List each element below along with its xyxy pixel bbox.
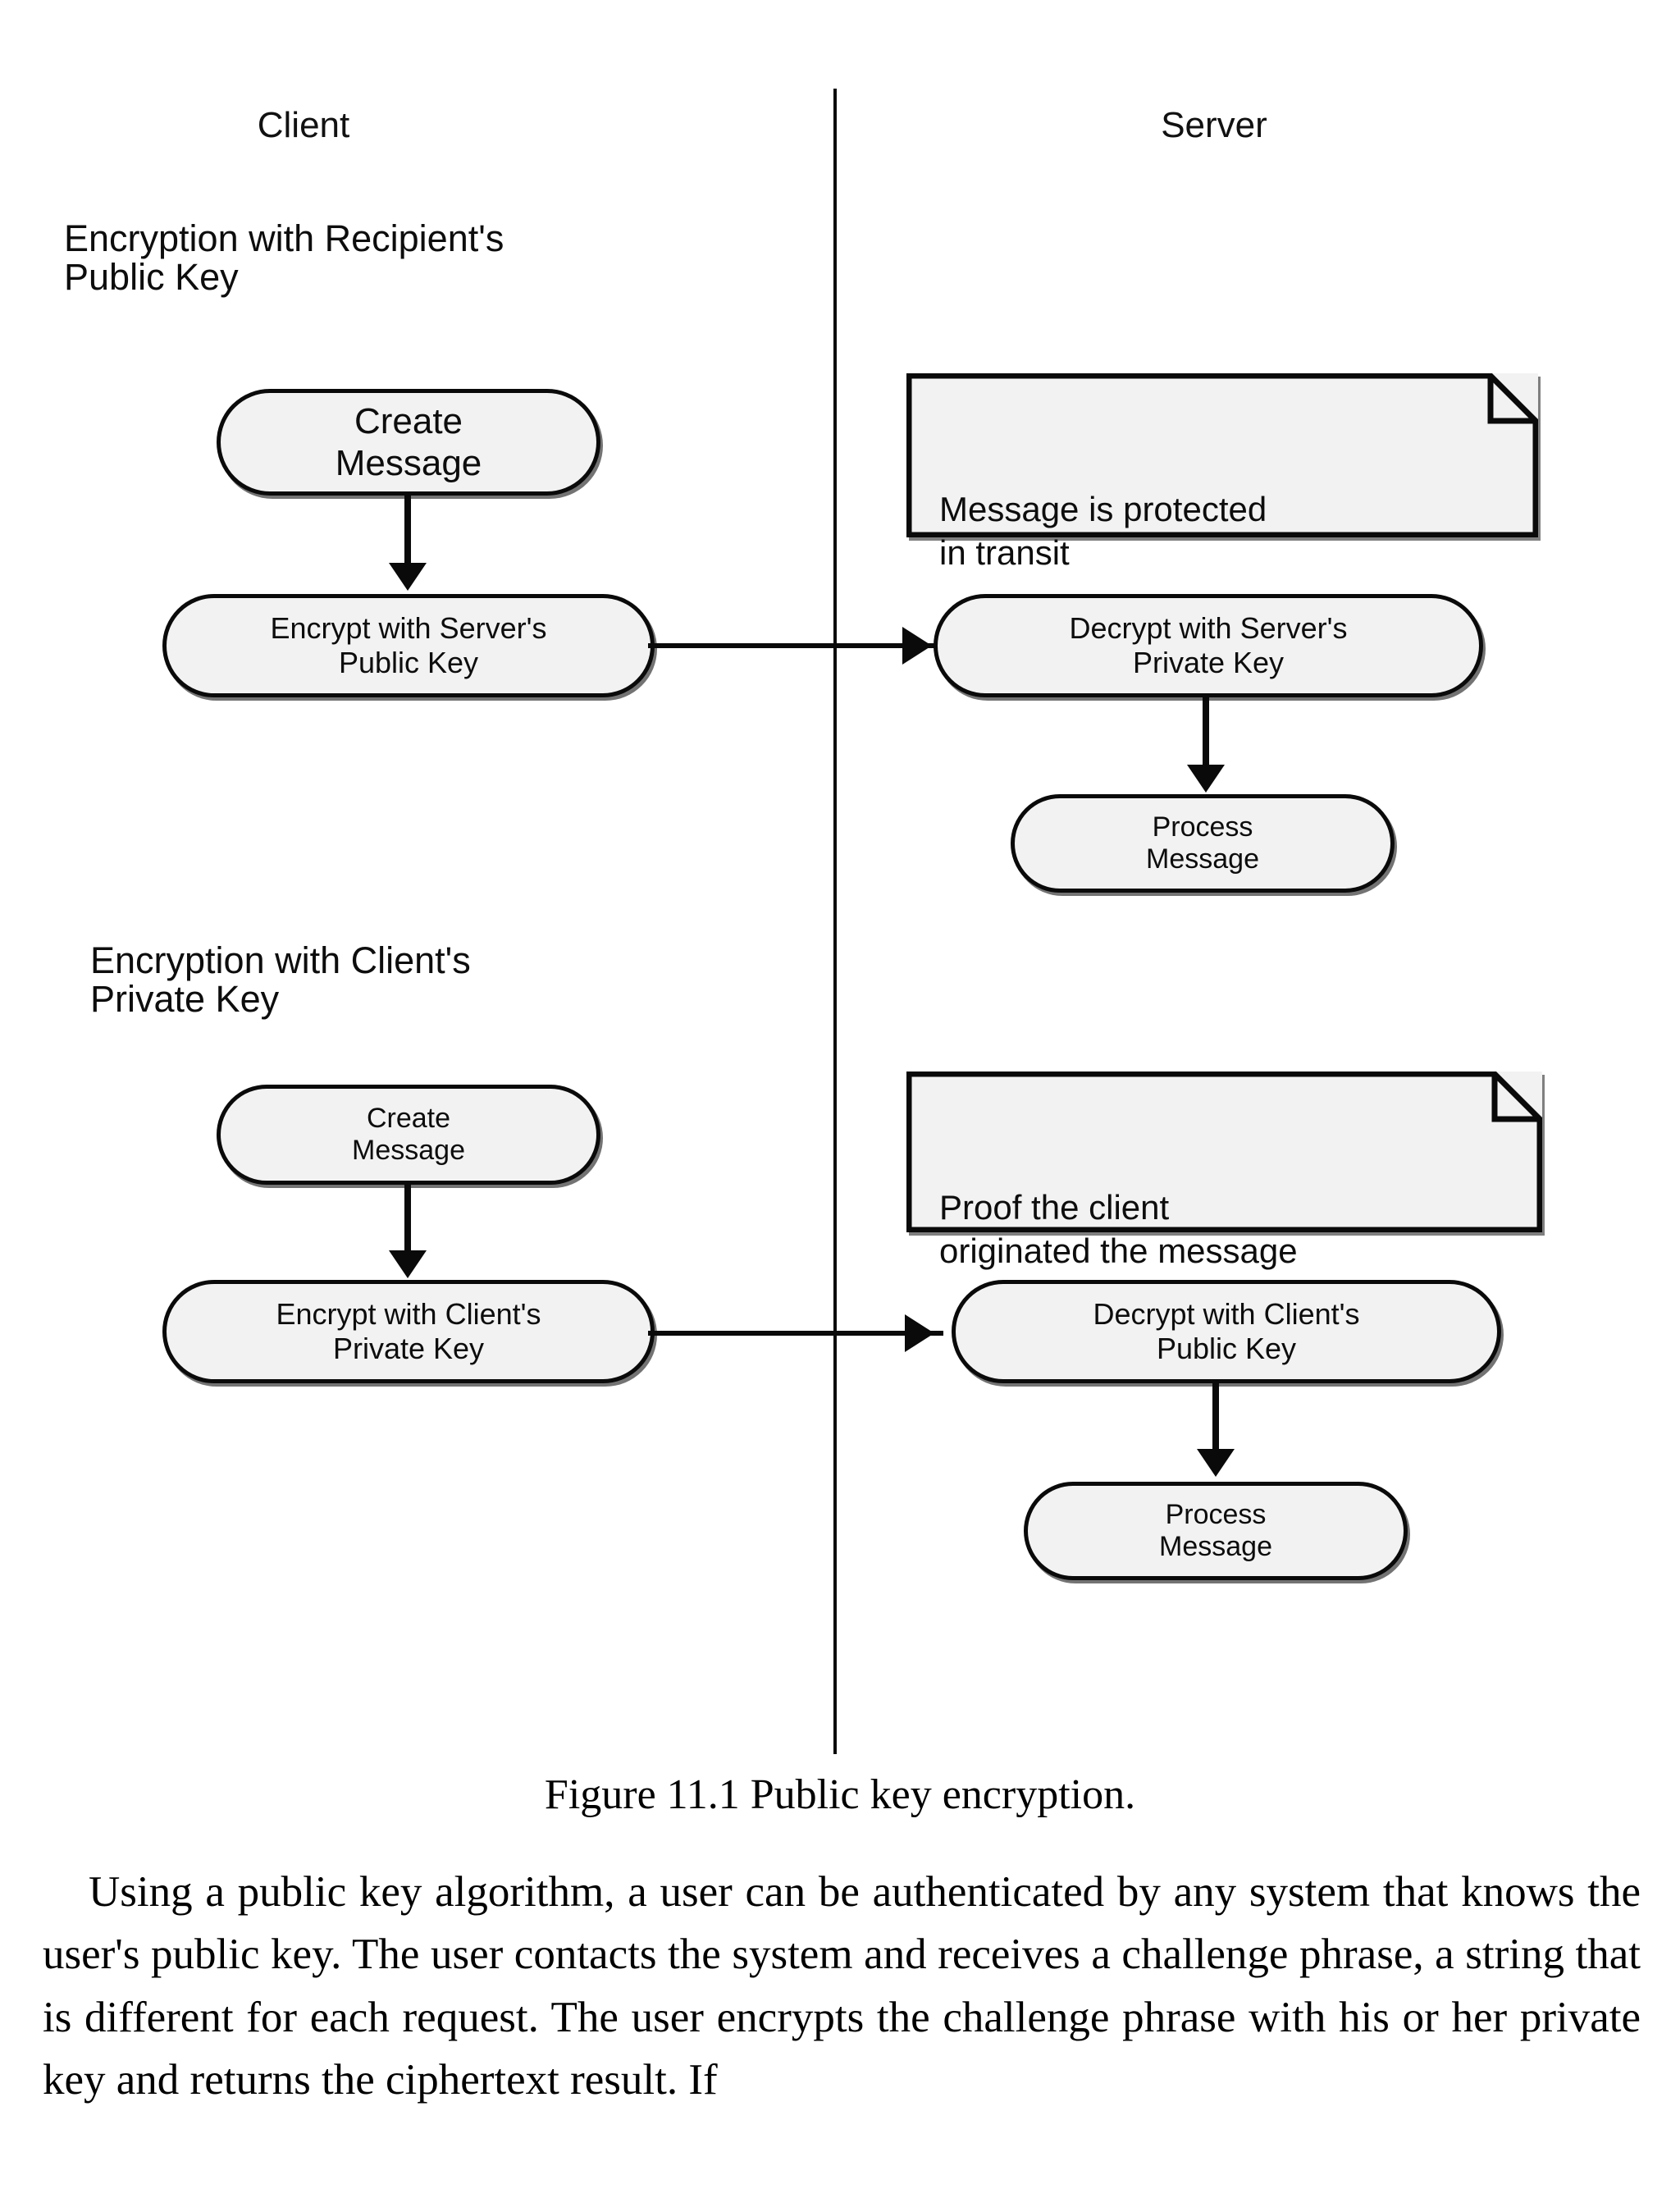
connector-client-to-server-1	[648, 643, 942, 648]
connector-client-to-server-2	[648, 1331, 943, 1336]
figure-caption: Figure 11.1 Public key encryption.	[544, 1771, 1136, 1818]
note-proof-client-originated: Proof the client originated the message	[906, 1072, 1542, 1270]
node-create-message-1[interactable]: Create Message	[217, 389, 600, 496]
node-process-message-1[interactable]: Process Message	[1011, 794, 1395, 893]
note-message-protected-in-transit: Message is protected in transit	[906, 373, 1538, 572]
arrowhead-create-to-encrypt-2	[389, 1250, 427, 1278]
section-title-recipient-public-key: Encryption with Recipient's Public Key	[64, 217, 504, 298]
note-text-2: Proof the client originated the message	[939, 1187, 1298, 1270]
connector-create-to-encrypt-2	[404, 1185, 411, 1263]
note-shape-icon	[906, 373, 1538, 537]
arrowhead-client-to-server-2	[905, 1314, 934, 1352]
lane-label-client: Client	[257, 105, 350, 145]
lane-label-server: Server	[1161, 105, 1267, 145]
body-paragraph: Using a public key algorithm, a user can…	[43, 1868, 1641, 2104]
lane-divider	[833, 89, 837, 1754]
connector-decrypt-to-process-2	[1212, 1383, 1219, 1462]
node-encrypt-server-public-key[interactable]: Encrypt with Server's Public Key	[162, 594, 655, 697]
node-decrypt-server-private-key[interactable]: Decrypt with Server's Private Key	[934, 594, 1483, 697]
section-title-client-private-key: Encryption with Client's Private Key	[90, 939, 471, 1020]
arrowhead-create-to-encrypt-1	[389, 563, 427, 591]
node-process-message-2[interactable]: Process Message	[1024, 1482, 1408, 1580]
figure-public-key-encryption: Client Server Encryption with Recipient'…	[64, 89, 1542, 1754]
arrowhead-decrypt-to-process-1	[1187, 765, 1225, 793]
arrowhead-client-to-server-1	[902, 627, 932, 665]
node-encrypt-client-private-key[interactable]: Encrypt with Client's Private Key	[162, 1280, 655, 1383]
connector-decrypt-to-process-1	[1203, 697, 1209, 778]
node-create-message-2[interactable]: Create Message	[217, 1085, 600, 1185]
note-shape-icon-2	[906, 1072, 1542, 1232]
node-decrypt-client-public-key[interactable]: Decrypt with Client's Public Key	[952, 1280, 1501, 1383]
connector-create-to-encrypt-1	[404, 496, 411, 576]
arrowhead-decrypt-to-process-2	[1197, 1449, 1235, 1477]
note-text-1: Message is protected in transit	[939, 489, 1267, 572]
